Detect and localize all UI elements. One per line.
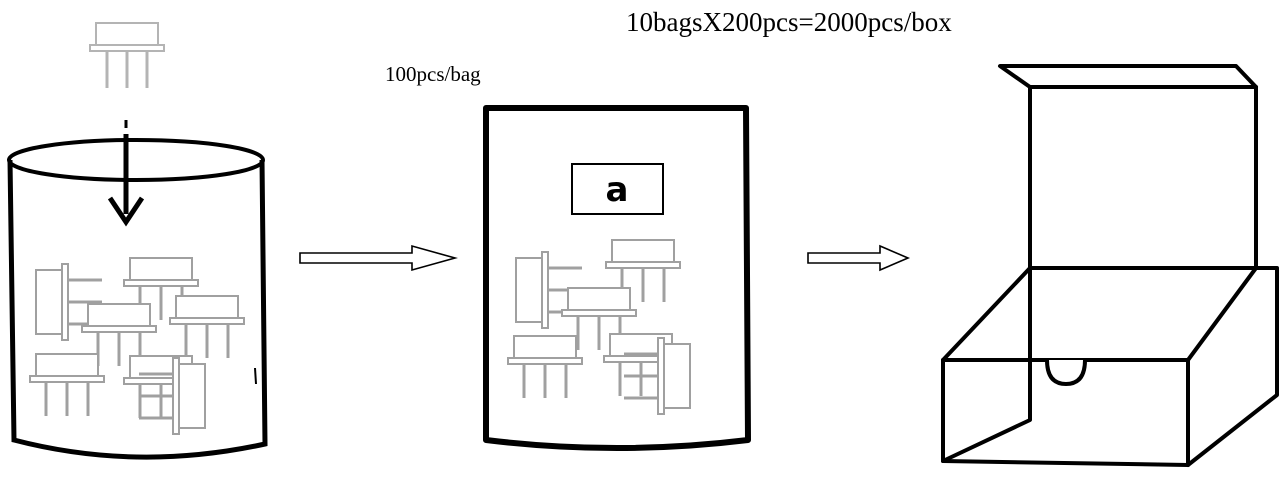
component-icon <box>28 352 106 418</box>
bag-tag: a <box>571 163 664 215</box>
outline-right-arrow-icon <box>807 244 911 272</box>
component-icon <box>506 334 584 400</box>
box-capacity-label: 10bagsX200pcs=2000pcs/box <box>626 7 952 37</box>
bag-tag-label: a <box>606 170 629 210</box>
bag-capacity-label: 100pcs/bag <box>385 62 481 86</box>
outline-right-arrow-icon <box>299 244 458 272</box>
container-components <box>28 256 246 436</box>
bag-components <box>506 238 692 416</box>
cylinder-container <box>7 138 268 460</box>
falling-component-icon <box>89 22 165 88</box>
down-arrow-icon <box>107 120 145 227</box>
open-cardboard-box <box>941 64 1279 467</box>
bag: a <box>483 105 751 451</box>
component-icon <box>168 294 246 360</box>
